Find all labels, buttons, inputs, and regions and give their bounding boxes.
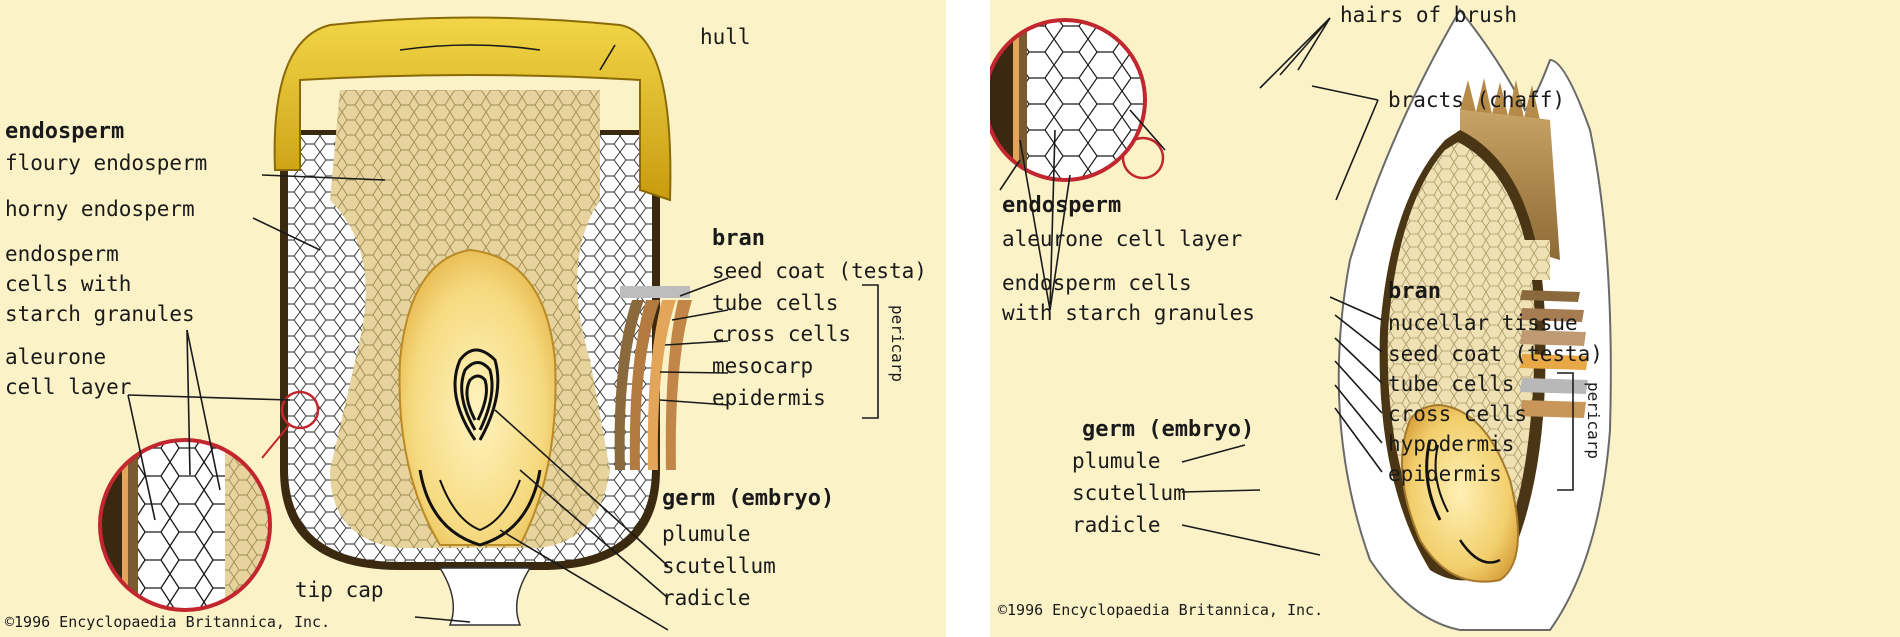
label-tube-cells: tube cells: [712, 291, 838, 315]
label-wheat-cross-cells: cross cells: [1388, 402, 1527, 426]
label-pericarp: pericarp: [888, 305, 907, 382]
label-hypodermis: hypodermis: [1388, 432, 1514, 456]
wheat-endosperm-band: [1460, 240, 1550, 280]
label-wheat-radicle: radicle: [1072, 513, 1161, 537]
label-endosperm-cells-1: endosperm: [5, 242, 119, 266]
tip-cap: [438, 567, 532, 626]
label-scutellum: scutellum: [662, 554, 776, 578]
label-seed-coat: seed coat (testa): [712, 259, 927, 283]
hull-ridge: [399, 44, 541, 51]
label-floury-endosperm: floury endosperm: [5, 151, 207, 175]
left-leader-lines: [127, 44, 879, 631]
label-hairs-of-brush: hairs of brush: [1340, 3, 1517, 27]
label-mesocarp: mesocarp: [712, 354, 813, 378]
label-plumule: plumule: [662, 522, 751, 546]
wheat-bran-layers: [1520, 290, 1588, 418]
label-wheat-endosperm: endosperm: [1002, 193, 1121, 218]
label-wheat-plumule: plumule: [1072, 449, 1161, 473]
wheat-radicle-shape: [1458, 539, 1501, 564]
label-wheat-pericarp: pericarp: [1584, 382, 1603, 459]
aleurone-zoom-marker: [280, 390, 320, 430]
label-wheat-bran: bran: [1388, 279, 1441, 304]
label-aleurone-1: aleurone: [5, 345, 106, 369]
left-copyright: ©1996 Encyclopaedia Britannica, Inc.: [5, 613, 330, 631]
label-wheat-tube-cells: tube cells: [1388, 372, 1514, 396]
label-tip-cap: tip cap: [295, 578, 384, 602]
wheat-kernel-diagram: hairs of brush bracts (chaff) endosperm …: [990, 0, 1900, 637]
right-leader-lines: [999, 17, 1574, 556]
wheat-germ: [1401, 403, 1519, 583]
label-endosperm-cells-2: cells with: [5, 272, 131, 296]
label-radicle: radicle: [662, 586, 751, 610]
label-wheat-scutellum: scutellum: [1072, 481, 1186, 505]
hull: [273, 16, 672, 202]
label-epidermis: epidermis: [712, 386, 826, 410]
wheat-magnifier-inset: [990, 18, 1147, 182]
label-wheat-seed-coat: seed coat (testa): [1388, 342, 1603, 366]
label-hull: hull: [700, 25, 751, 49]
right-copyright: ©1996 Encyclopaedia Britannica, Inc.: [998, 601, 1323, 619]
label-bracts: bracts (chaff): [1388, 88, 1565, 112]
corn-kernel-svg: hull endosperm floury endosperm horny en…: [0, 0, 946, 637]
label-aleurone-2: cell layer: [5, 375, 131, 399]
bran-layers: [614, 286, 692, 470]
label-wheat-germ: germ (embryo): [1082, 417, 1254, 442]
label-bran: bran: [712, 226, 765, 251]
label-germ: germ (embryo): [662, 486, 834, 511]
plumule-shape: [453, 348, 500, 441]
radicle-shape: [418, 469, 542, 547]
label-endosperm: endosperm: [5, 119, 124, 144]
label-wheat-epidermis: epidermis: [1388, 462, 1502, 486]
label-horny-endosperm: horny endosperm: [5, 197, 195, 221]
label-wheat-endosperm-cells-1: endosperm cells: [1002, 271, 1192, 295]
label-cross-cells: cross cells: [712, 322, 851, 346]
wheat-kernel-svg: hairs of brush bracts (chaff) endosperm …: [990, 0, 1900, 637]
label-wheat-endosperm-cells-2: with starch granules: [1002, 301, 1255, 325]
wheat-aleurone-zoom-marker: [1121, 136, 1165, 180]
label-wheat-aleurone: aleurone cell layer: [1002, 227, 1242, 251]
wheat-plumule-shape: [1425, 439, 1442, 521]
label-nucellar: nucellar tissue: [1388, 311, 1578, 335]
corn-kernel-diagram: hull endosperm floury endosperm horny en…: [0, 0, 946, 637]
label-endosperm-cells-3: starch granules: [5, 302, 195, 326]
